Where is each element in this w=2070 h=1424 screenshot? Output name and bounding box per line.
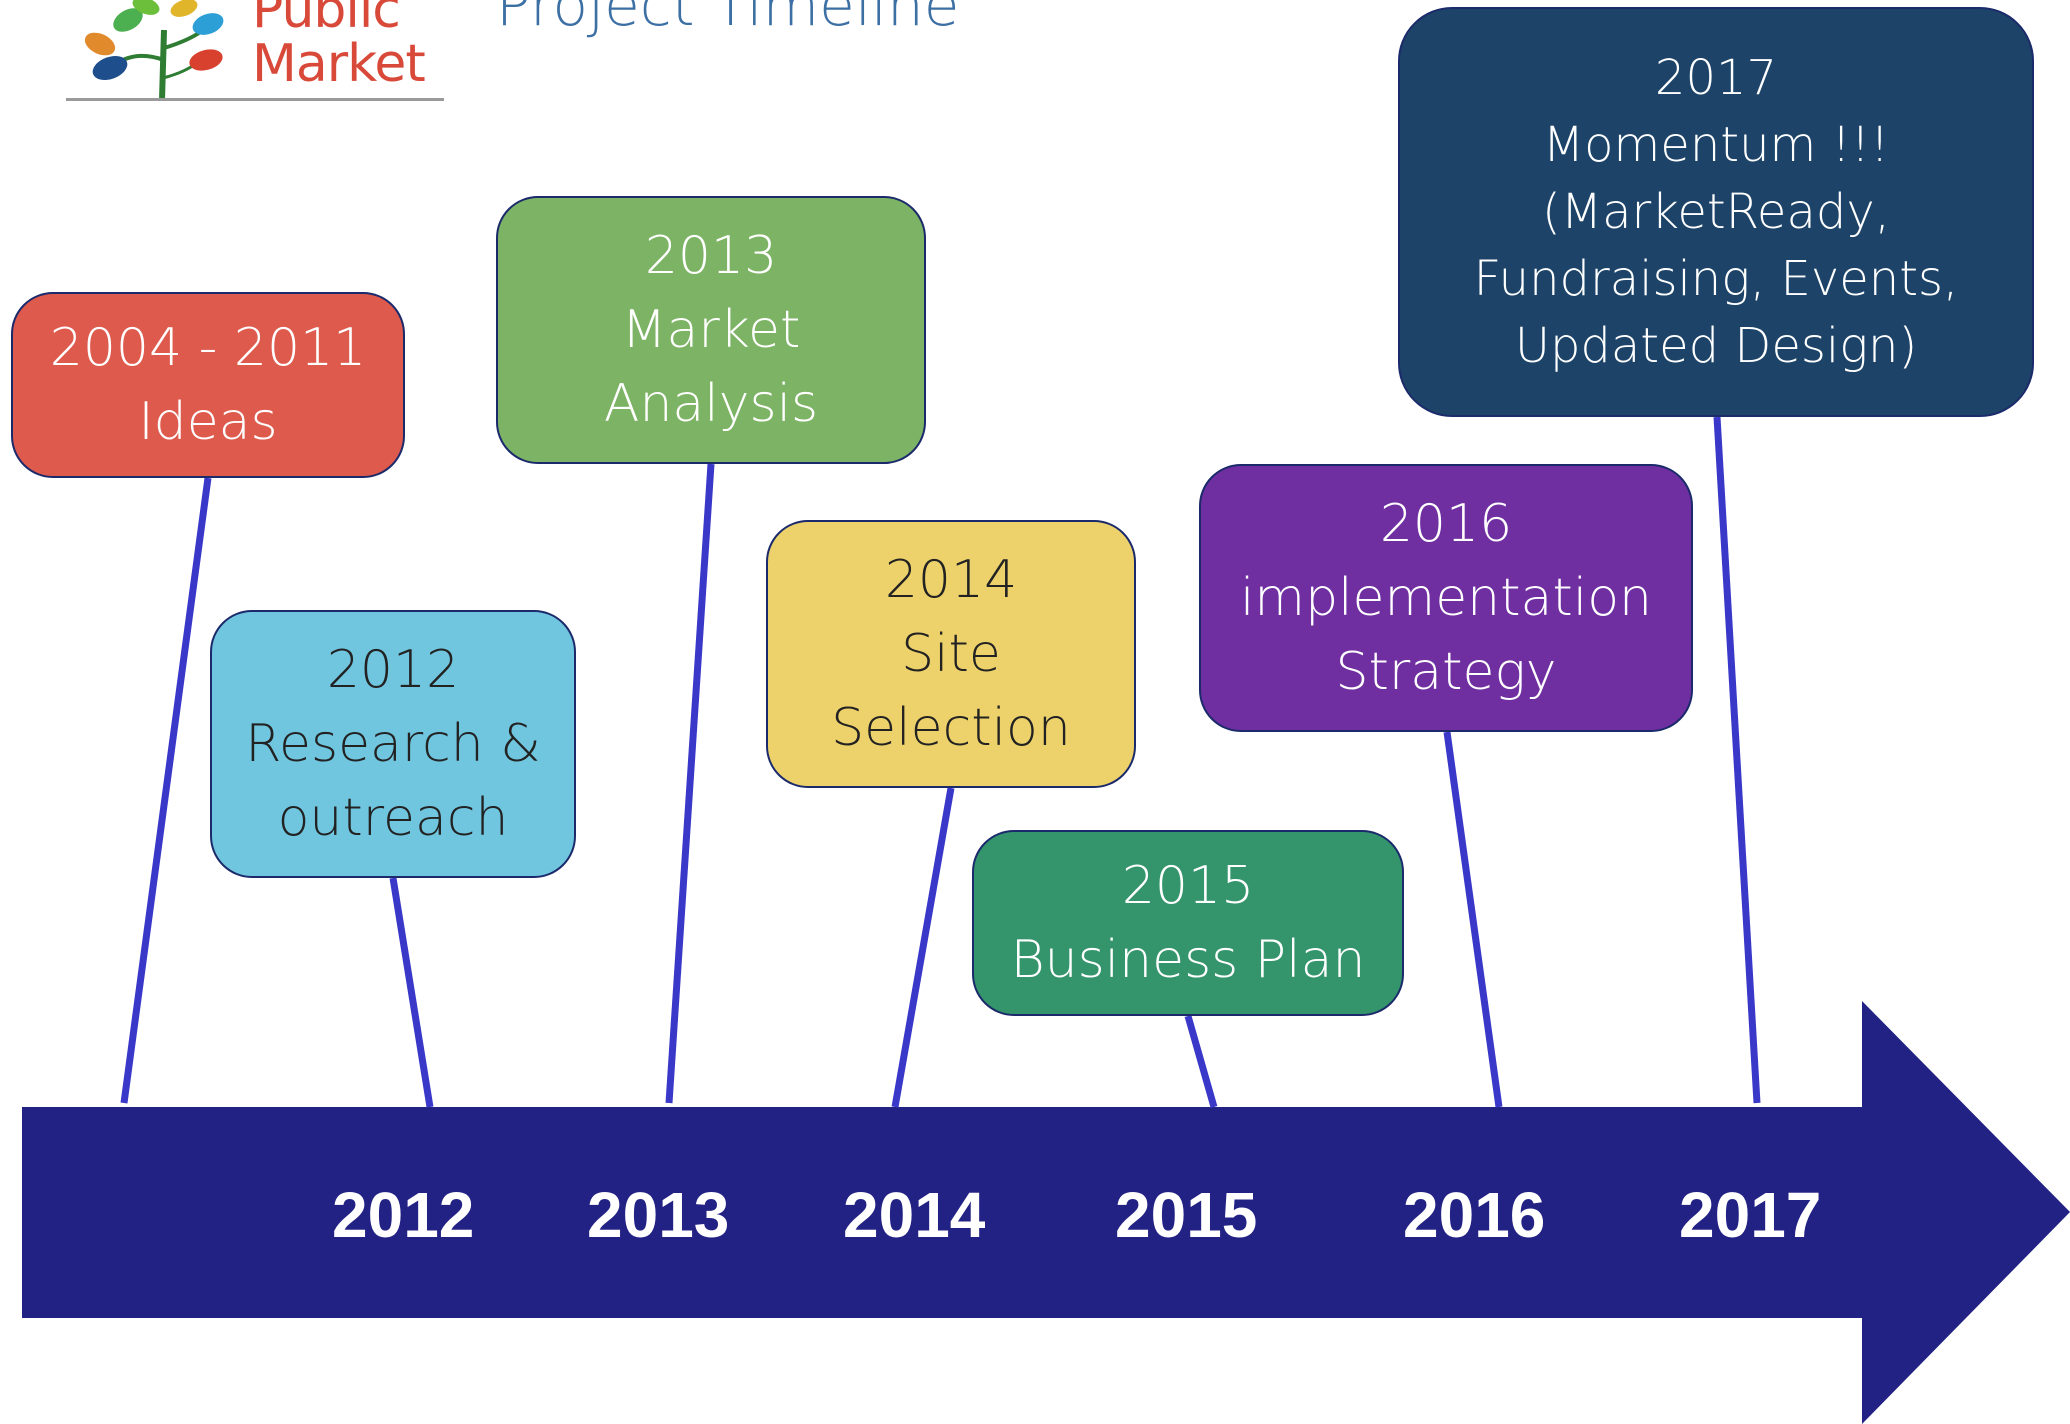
connector-market [665,463,715,1104]
milestone-site-line-3: Selection [831,698,1071,758]
axis-year-2015: 2015 [1115,1179,1258,1251]
connector-lines [120,416,1761,1108]
milestone-momentum-line-2: Momentum !!! [1542,116,1890,173]
connector-ideas [120,477,212,1104]
milestone-ideas-line-2: Ideas [138,392,278,452]
milestone-implementation-line-3: Strategy [1335,642,1557,702]
milestone-momentum: 2017 Momentum !!! (MarketReady, Fundrais… [1398,7,2034,417]
milestone-research-outreach: 2012 Research & outreach [210,610,576,878]
milestone-momentum-line-5: Updated Design) [1514,317,1918,374]
milestone-momentum-line-4: Fundraising, Events, [1473,250,1959,307]
milestone-ideas: 2004 - 2011 Ideas [11,292,405,478]
axis-year-2017: 2017 [1679,1179,1822,1251]
milestone-business-line-2: Business Plan [1010,930,1366,990]
axis-year-2016: 2016 [1403,1179,1546,1251]
timeline-arrow [22,1001,2070,1424]
milestone-market-line-2: Market [621,300,801,360]
milestone-momentum-line-3: (MarketReady, [1542,183,1890,240]
milestone-research-line-2: Research & [245,714,541,774]
logo-text-public: Public [252,0,401,40]
milestone-market-line-3: Analysis [603,374,819,434]
milestone-business-line-1: 2015 [1121,856,1255,916]
logo-divider [66,98,444,101]
milestone-site-line-2: Site [901,624,1001,684]
milestone-implementation-line-1: 2016 [1379,494,1513,554]
tree-icon [84,0,224,101]
milestone-research-line-3: outreach [277,788,509,848]
milestone-business-plan: 2015 Business Plan [972,830,1404,1016]
axis-year-2012: 2012 [332,1179,475,1251]
public-market-logo: Public Market [66,0,446,104]
milestone-site-line-1: 2014 [884,550,1018,610]
connector-business [1184,1015,1218,1108]
connector-site [891,787,955,1108]
axis-year-2014: 2014 [843,1179,986,1251]
milestone-momentum-line-1: 2017 [1654,49,1778,106]
milestone-research-line-1: 2012 [326,640,460,700]
milestone-ideas-line-1: 2004 - 2011 [49,318,367,378]
milestone-implementation-strategy: 2016 implementation Strategy [1199,464,1693,732]
milestone-site-selection: 2014 Site Selection [766,520,1136,788]
milestone-implementation-line-2: implementation [1239,568,1652,628]
milestone-market-analysis: 2013 Market Analysis [496,196,926,464]
logo-text-market: Market [252,34,426,94]
milestone-market-line-1: 2013 [644,226,778,286]
connector-implementation [1443,731,1503,1108]
slide-title: Project Timeline [496,0,960,39]
connector-research [389,877,434,1108]
connector-momentum [1713,416,1761,1104]
axis-year-2013: 2013 [587,1179,730,1251]
